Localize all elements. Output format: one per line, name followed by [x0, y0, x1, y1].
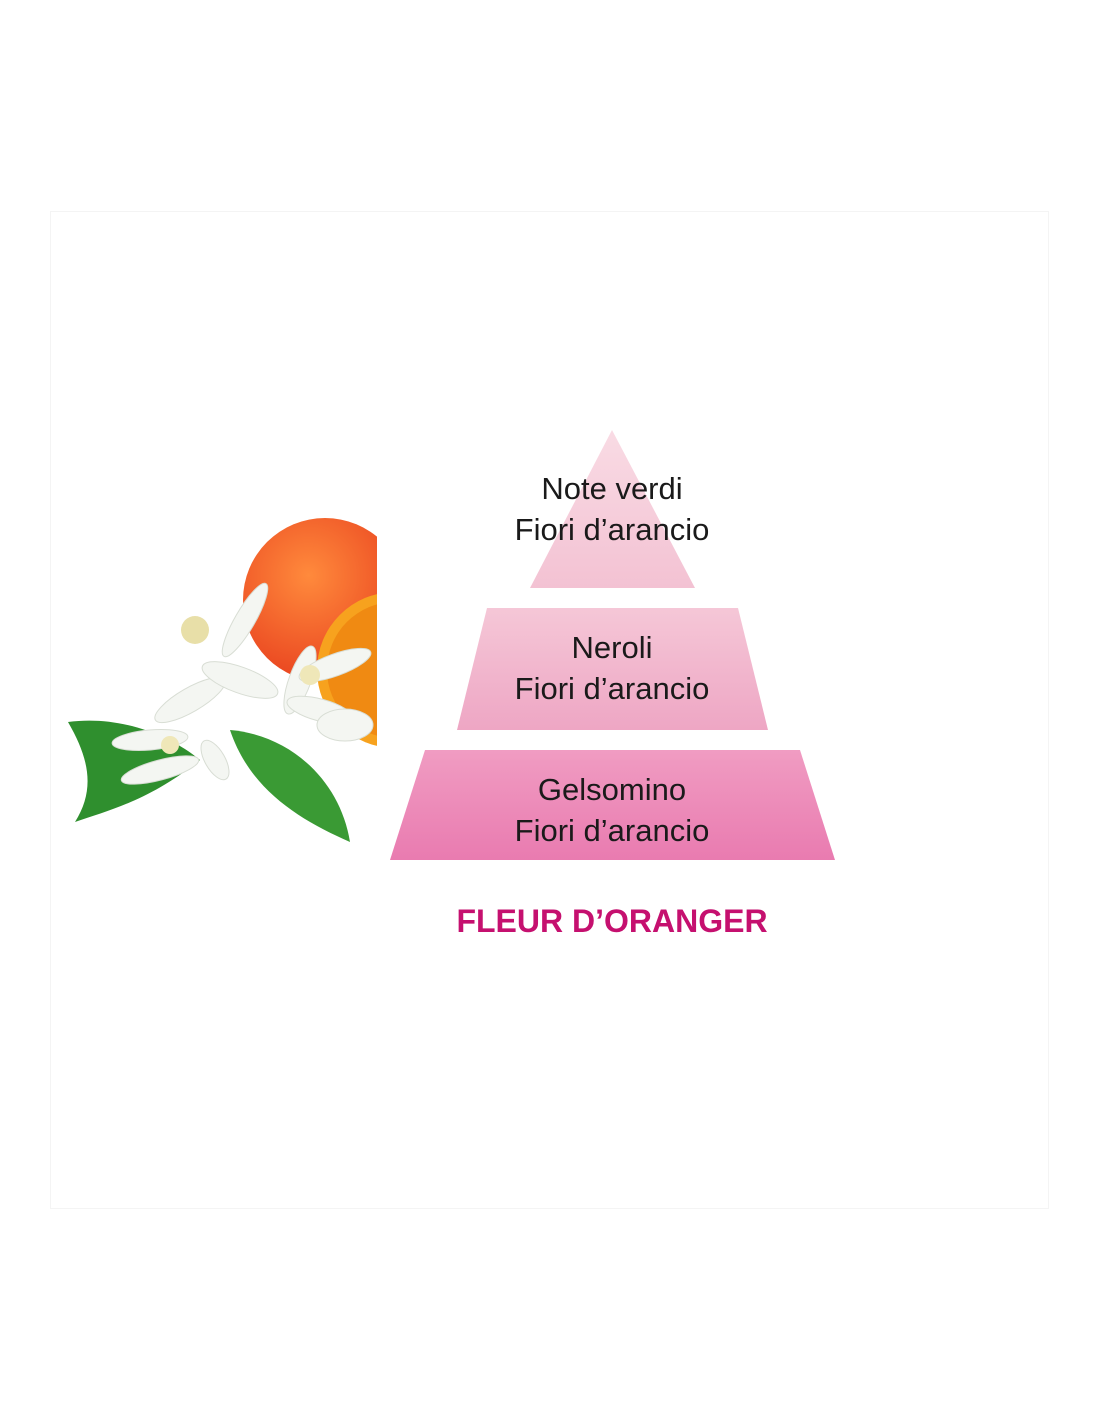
tier-top-text: Note verdi Fiori d’arancio: [412, 468, 812, 550]
pyramid-tier-top: [530, 430, 695, 588]
tier-middle-text: Neroli Fiori d’arancio: [412, 627, 812, 709]
pyramid-tier-middle: [457, 608, 768, 730]
tier-base-line1: Gelsomino: [537, 772, 687, 807]
tier-top-line2: Fiori d’arancio: [514, 512, 710, 547]
content-frame: [50, 211, 1049, 1209]
tier-base-text: Gelsomino Fiori d’arancio: [412, 769, 812, 851]
tier-top-line1: Note verdi: [541, 471, 683, 506]
orange-blossom-image: [68, 518, 377, 842]
fragrance-title: FLEUR D’ORANGER: [456, 903, 768, 939]
tier-base-line2: Fiori d’arancio: [514, 813, 710, 848]
pyramid-tier-base: [390, 750, 835, 860]
tier-middle-line2: Fiori d’arancio: [514, 671, 710, 706]
tier-middle-line1: Neroli: [571, 630, 653, 665]
